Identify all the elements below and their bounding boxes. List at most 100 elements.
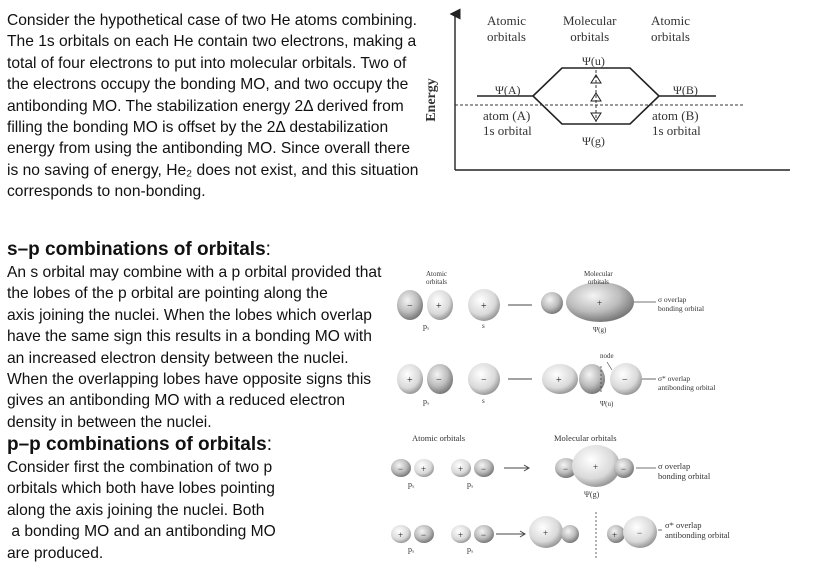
psi-b-label: Ψ(B) — [673, 83, 698, 97]
sp-line: An s orbital may combine with a p orbita… — [7, 264, 382, 281]
col-mid-header: Molecular orbitals — [563, 13, 616, 45]
pp-heading: p–p combinations of orbitals: — [7, 434, 272, 455]
sp-atomic-header: Atomic orbitals — [426, 270, 447, 286]
col-mid-line: Molecular — [563, 13, 617, 28]
delta-up-arrowhead — [590, 74, 602, 84]
col-left-line: orbitals — [487, 29, 526, 44]
intro-line: filling the bonding MO is offset by the … — [7, 119, 389, 137]
col-left-header: Atomic orbitals — [487, 13, 526, 45]
sp-line: density in between the nuclei. — [7, 413, 212, 431]
sign-minus: − — [622, 375, 628, 386]
pp-atomic-header: Atomic orbitals — [412, 433, 466, 443]
px-lobe-right — [474, 459, 494, 477]
sign-minus: − — [398, 464, 403, 474]
px-lobe-left — [451, 525, 471, 543]
sign-plus: + — [481, 301, 487, 312]
intro-line: corresponds to non-bonding. — [7, 183, 206, 201]
pp-sigma-bond-line: bonding orbital — [658, 471, 711, 481]
pp-lobe-small-left — [555, 458, 577, 478]
sp-sigma-bond-label: σ overlap bonding orbital — [658, 295, 704, 313]
sign-minus: − — [621, 464, 626, 474]
px-lobe-right — [427, 364, 453, 394]
pp-molecular-header: Molecular orbitals — [554, 433, 617, 443]
sp-line: have the same sign this results in a bon… — [7, 328, 372, 346]
delta-mid-arrowhead — [590, 92, 602, 102]
pp-px-label: pₓ — [467, 480, 474, 489]
sign-plus: + — [458, 530, 463, 540]
sign-plus: + — [398, 530, 403, 540]
pp-heading-text: p–p combinations of orbitals — [7, 434, 267, 455]
sp-paragraph: An s orbital may combine with a p orbita… — [7, 262, 381, 433]
sp-sigma-anti-line: σ* overlap — [658, 374, 691, 383]
sigma-anti-lobe-right — [610, 363, 642, 395]
sp-s-label: s — [482, 397, 485, 405]
energy-axis-label: Energy — [423, 78, 439, 122]
px-lobe-right — [414, 525, 434, 543]
intro-line: the electrons occupy the bonding MO, and… — [7, 76, 409, 94]
s-orbital — [468, 363, 500, 395]
pp-arrow-head — [519, 530, 526, 538]
sign-plus: + — [593, 462, 598, 472]
sp-line: axis joining the nuclei. When the lobes … — [7, 306, 372, 324]
intro-paragraph: Consider the hypothetical case of two He… — [7, 10, 418, 203]
sp-line: When the overlapping lobes have opposite… — [7, 371, 372, 389]
sp-line: an increased electron density between th… — [7, 349, 349, 367]
atom-a-label: atom (A) 1s orbital — [483, 108, 532, 138]
sign-minus: − — [637, 528, 642, 538]
psi-u-label: Ψ(u) — [582, 54, 605, 68]
delta-down-arrowhead — [590, 112, 602, 122]
sign-plus: + — [436, 301, 442, 312]
sign-plus: + — [556, 375, 562, 386]
pp-line: are produced. — [7, 544, 104, 562]
atom-b-label: atom (B) 1s orbital — [652, 108, 701, 138]
px-lobe-left — [397, 364, 423, 394]
pp-sigma-bonding-mo — [572, 445, 620, 487]
sp-psi-u-label: Ψ(u) — [600, 400, 614, 408]
pp-sigma-bond-label: σ overlap bonding orbital — [658, 461, 710, 481]
sign-plus: + — [597, 298, 602, 308]
pp-arrow-head — [523, 464, 530, 472]
sign-minus: − — [481, 375, 487, 386]
intro-line: total of four electrons to put into mole… — [7, 54, 407, 72]
sigma-anti-lobe-left — [542, 364, 578, 394]
sp-s-label: s — [482, 322, 485, 330]
node-pointer — [606, 361, 613, 371]
sigma-anti-lobe-mid — [579, 364, 605, 394]
pp-px-label: pₓ — [408, 545, 415, 554]
sp-molecular-line: Molecular — [584, 270, 613, 278]
pp-px-label: pₓ — [467, 545, 474, 554]
col-left-line: Atomic — [487, 13, 526, 28]
px-lobe-left — [397, 290, 423, 320]
sign-minus: − — [436, 375, 442, 386]
intro-line: The 1s orbitals on each He contain two e… — [7, 33, 417, 51]
sign-minus: − — [481, 530, 486, 540]
sp-atomic-line: orbitals — [426, 278, 447, 286]
sigma-lobe-small — [541, 292, 563, 314]
col-right-line: orbitals — [651, 29, 690, 44]
atom-a-line: 1s orbital — [483, 123, 532, 138]
px-lobe-right — [474, 525, 494, 543]
sp-px-label: pₓ — [423, 397, 430, 406]
pp-psi-g-label: Ψ(g) — [584, 490, 600, 499]
sp-molecular-header: Molecular orbitals — [584, 270, 613, 286]
px-lobe-right — [427, 290, 453, 320]
atom-b-line: atom (B) — [652, 108, 699, 123]
psi-g-label: Ψ(g) — [582, 134, 605, 148]
atom-b-line: 1s orbital — [652, 123, 701, 138]
pp-sigma-anti-label: σ* overlap antibonding orbital — [665, 520, 730, 540]
pp-sigma-anti-line: σ* overlap — [665, 520, 702, 530]
sp-psi-g-label: Ψ(g) — [593, 326, 607, 334]
sp-px-label: pₓ — [423, 322, 430, 331]
sp-heading-text: s–p combinations of orbitals — [7, 239, 266, 260]
pp-line: a bonding MO and an antibonding MO — [7, 523, 276, 541]
sign-plus: + — [421, 464, 426, 474]
intro-line: antibonding MO. The stabilization energy… — [7, 97, 404, 115]
px-lobe-left — [391, 459, 411, 477]
sp-sigma-anti-line: antibonding orbital — [658, 383, 716, 392]
mo-correlation-hexagon — [531, 67, 661, 125]
sp-node-label: node — [600, 352, 614, 360]
sigma-bonding-mo — [566, 282, 634, 322]
pp-line: orbitals which both have lobes pointing — [7, 480, 275, 498]
sp-heading: s–p combinations of orbitals: — [7, 239, 271, 260]
col-right-line: Atomic — [651, 13, 690, 28]
